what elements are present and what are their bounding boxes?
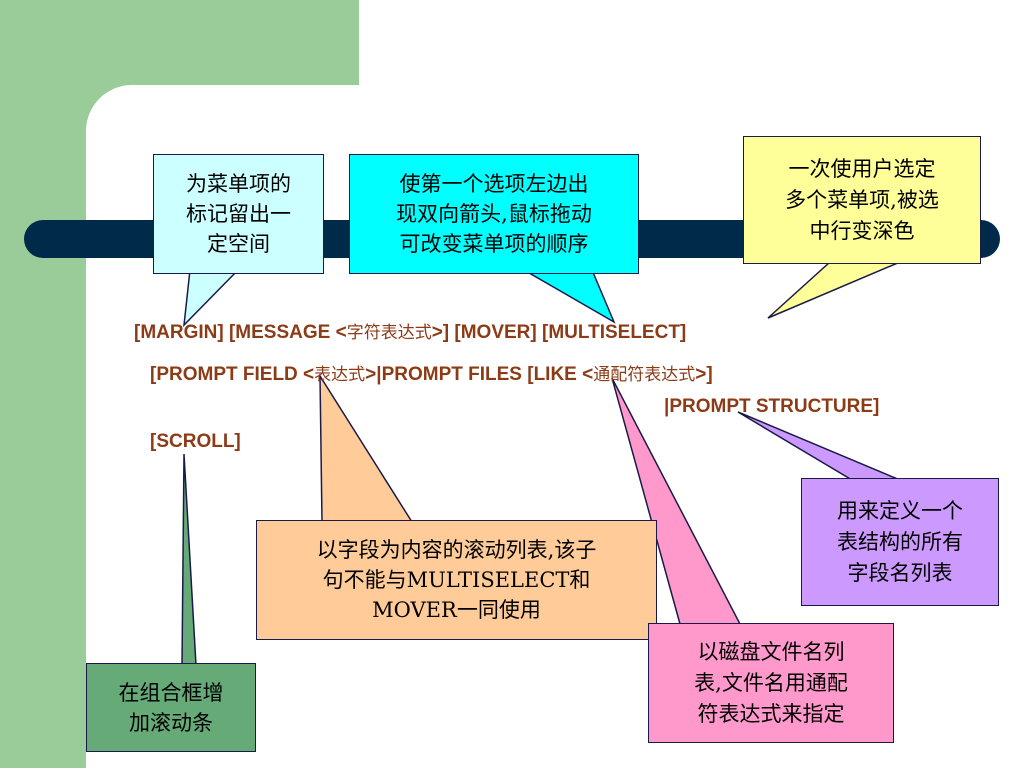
callout-multiselect: 一次使用户选定 多个菜单项,被选 中行变深色	[743, 136, 981, 264]
callout-prompt-structure-line: 用来定义一个	[837, 498, 963, 523]
callout-scroll-line: 在组合框增	[118, 680, 224, 705]
syntax-line-2: [PROMPT FIELD <表达式>|PROMPT FILES [LIKE <…	[150, 360, 713, 386]
callout-margin: 为菜单项的 标记留出一 定空间	[153, 154, 324, 274]
callout-scroll: 在组合框增 加滚动条	[86, 663, 256, 752]
syntax-line-1-part-3: >] [MOVER] [MULTISELECT]	[431, 322, 687, 343]
callout-mover-line: 使第一个选项左边出	[399, 172, 589, 196]
syntax-line-2-part-1: [PROMPT FIELD <	[150, 364, 315, 385]
pointer-scroll	[181, 453, 197, 666]
callout-margin-line: 定空间	[207, 232, 270, 256]
syntax-line-1-part-2: 字符表达式	[346, 323, 432, 343]
syntax-line-2-part-3: >|PROMPT FILES [LIKE <	[365, 364, 594, 385]
syntax-line-2-part-4: 通配符表达式	[593, 365, 696, 385]
callout-multiselect-line: 一次使用户选定	[788, 156, 936, 181]
callout-prompt-field-line: 以字段为内容的滚动列表,该子	[316, 538, 597, 562]
callout-margin-line: 为菜单项的	[186, 172, 291, 196]
callout-scroll-line: 加滚动条	[129, 710, 213, 735]
callout-prompt-files-line: 符表达式来指定	[697, 701, 845, 726]
syntax-line-2-part-2: 表达式	[314, 365, 366, 385]
pointer-multiselect	[767, 261, 901, 319]
callout-prompt-field-line: MOVER一同使用	[372, 598, 541, 622]
pointer-prompt-field	[319, 373, 414, 523]
syntax-line-3: |PROMPT STRUCTURE]	[664, 396, 880, 417]
callout-prompt-files-line: 以磁盘文件名列	[697, 639, 845, 664]
callout-mover-line: 可改变菜单项的顺序	[399, 232, 589, 256]
callout-prompt-structure-line: 表结构的所有	[837, 529, 963, 554]
callout-prompt-structure-line: 字段名列表	[847, 560, 953, 585]
callout-prompt-files: 以磁盘文件名列 表,文件名用通配 符表达式来指定	[648, 623, 894, 743]
syntax-line-1-part-1: [MARGIN] [MESSAGE <	[134, 322, 347, 343]
callout-multiselect-line: 多个菜单项,被选	[785, 187, 939, 212]
callout-mover: 使第一个选项左边出 现双向箭头,鼠标拖动 可改变菜单项的顺序	[349, 154, 639, 274]
callout-multiselect-line: 中行变深色	[809, 218, 915, 243]
pointer-prompt-structure	[737, 411, 901, 481]
callout-prompt-field-line: 句不能与MULTISELECT和	[322, 568, 591, 592]
syntax-line-4: [SCROLL]	[150, 431, 241, 452]
callout-mover-line: 现双向箭头,鼠标拖动	[396, 202, 592, 226]
callout-prompt-field: 以字段为内容的滚动列表,该子 句不能与MULTISELECT和 MOVER一同使…	[256, 520, 657, 640]
callout-margin-line: 标记留出一	[186, 202, 291, 226]
callout-prompt-files-line: 表,文件名用通配	[694, 670, 848, 695]
pointer-margin	[183, 269, 240, 328]
callout-prompt-structure: 用来定义一个 表结构的所有 字段名列表	[801, 478, 999, 606]
syntax-line-2-part-5: >]	[695, 364, 713, 385]
syntax-line-1: [MARGIN] [MESSAGE <字符表达式>] [MOVER] [MULT…	[134, 318, 686, 344]
pointer-mover	[521, 269, 616, 324]
